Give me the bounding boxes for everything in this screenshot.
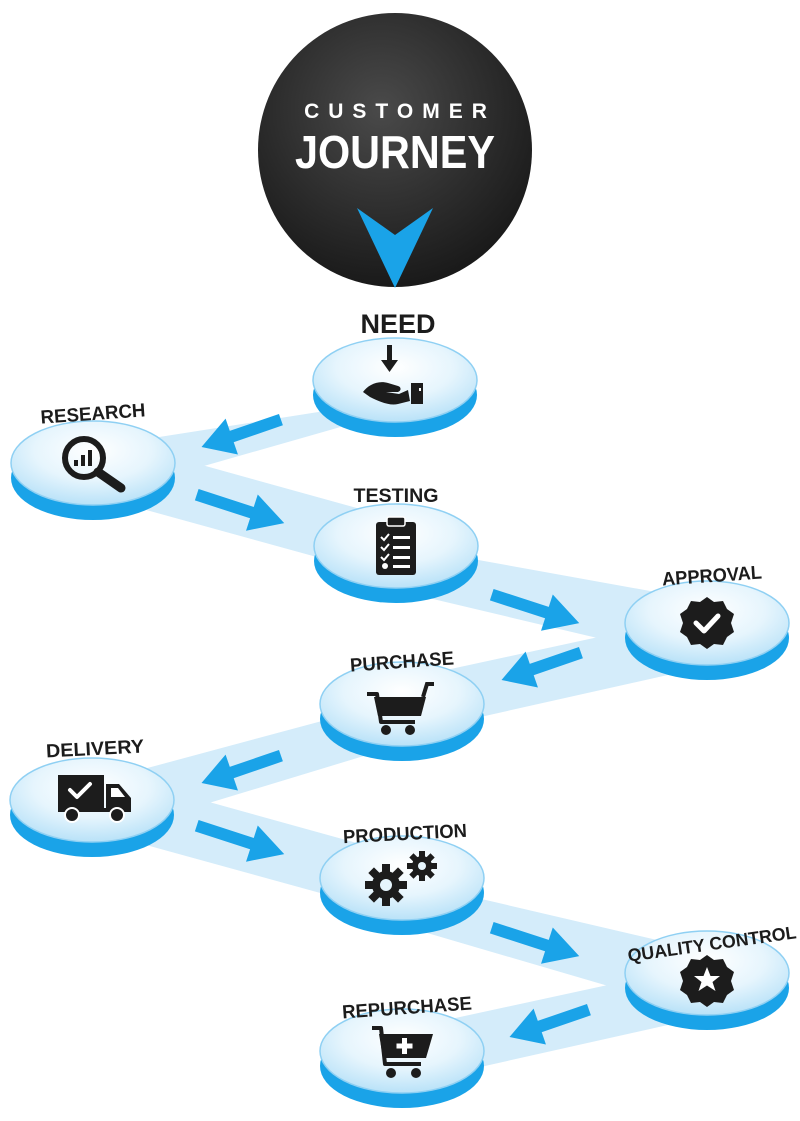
delivery-truck-icon — [58, 775, 131, 823]
title-pointer-arrow-icon — [357, 208, 433, 288]
arrow-icon — [489, 921, 580, 964]
title-line-2: JOURNEY — [295, 126, 495, 178]
arrow-icon — [194, 488, 285, 531]
hand-receive-icon — [363, 345, 423, 405]
step-approval: APPROVAL — [624, 563, 790, 680]
shopping-cart-icon — [367, 682, 434, 735]
step-testing: TESTING — [313, 486, 479, 603]
step-research: RESEARCH — [10, 400, 176, 520]
step-quality-control: QUALITY CONTROL — [624, 922, 798, 1030]
step-label-testing: TESTING — [354, 486, 439, 507]
step-label-research: RESEARCH — [40, 400, 146, 428]
step-delivery: DELIVERY — [9, 736, 175, 857]
arrow-icon — [201, 749, 283, 791]
arrow-icon — [194, 819, 285, 862]
step-label-delivery: DELIVERY — [46, 736, 145, 762]
clipboard-checklist-icon — [376, 516, 416, 575]
magnifier-chart-icon — [62, 436, 126, 493]
arrow-icon — [501, 646, 583, 688]
star-badge-icon — [680, 955, 734, 1007]
arrow-icon — [201, 413, 283, 455]
step-production: PRODUCTION — [319, 821, 485, 935]
direction-arrows — [194, 413, 591, 1045]
step-label-need: NEED — [360, 309, 435, 339]
title-circle — [258, 13, 532, 287]
step-repurchase: REPURCHASE — [319, 993, 485, 1108]
check-badge-icon — [680, 597, 734, 649]
title-line-1: CUSTOMER — [304, 100, 496, 123]
arrow-icon — [489, 588, 580, 631]
cart-plus-icon — [372, 1026, 433, 1078]
step-need: NEED — [312, 309, 478, 437]
title-badge: CUSTOMER JOURNEY — [258, 13, 532, 288]
arrow-icon — [509, 1003, 591, 1045]
step-purchase: PURCHASE — [319, 648, 485, 761]
gears-icon — [365, 851, 437, 906]
